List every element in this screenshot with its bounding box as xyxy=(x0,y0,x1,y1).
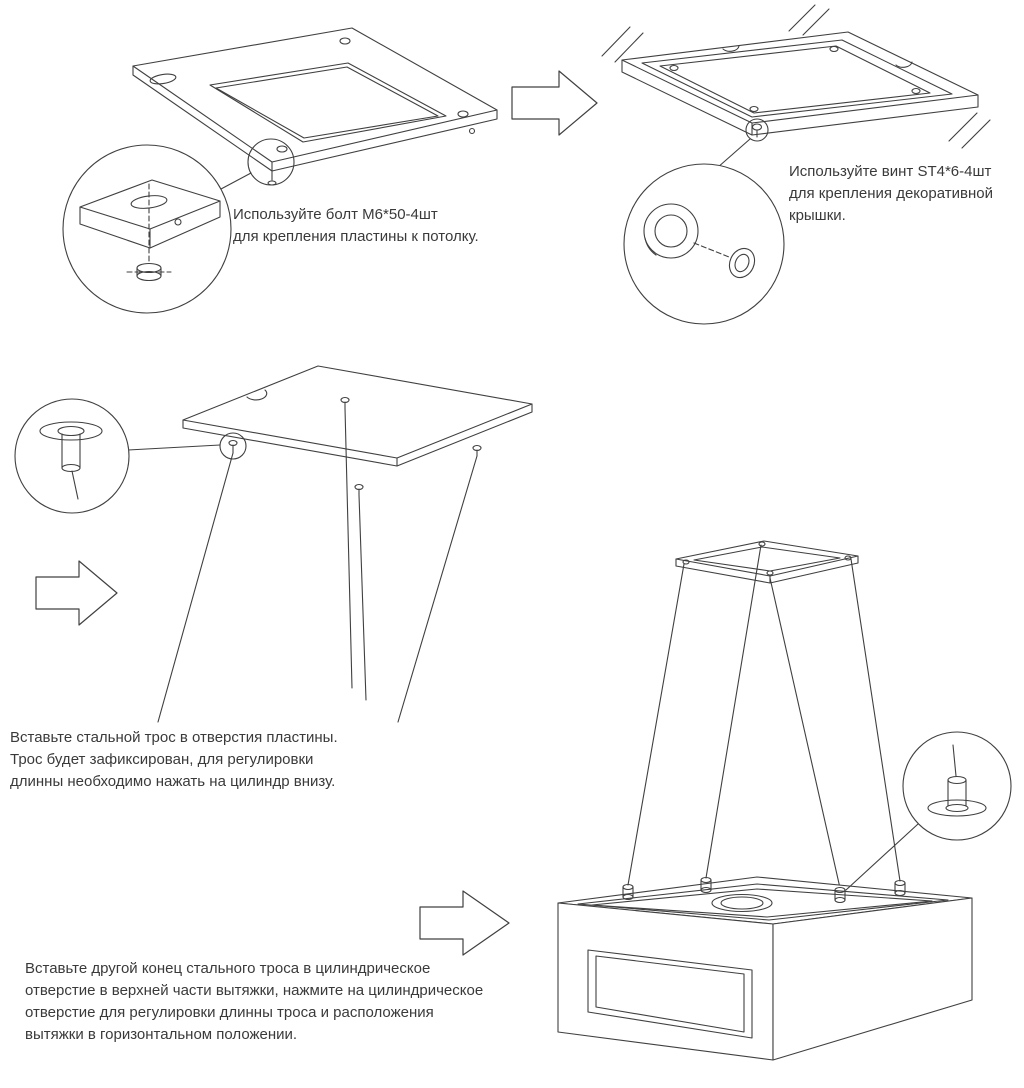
cable-gripper xyxy=(834,886,846,904)
arrow-right-icon xyxy=(419,890,510,956)
figure3-plate-with-cables xyxy=(127,365,533,723)
cable-gripper xyxy=(622,883,634,901)
figure4-hood-assembly xyxy=(557,540,973,1061)
figure2-decorative-cover xyxy=(601,4,991,169)
figure2-grommet-callout xyxy=(623,163,785,325)
arrow-right-icon xyxy=(511,70,598,136)
ceiling-hatch-marks xyxy=(601,4,991,149)
figure3-cable-gripper-callout xyxy=(14,398,130,514)
figure1-ceiling-plate xyxy=(132,27,498,172)
figure4-gripper-callout xyxy=(845,731,1012,891)
cable-gripper xyxy=(894,879,906,897)
figure1-bolt-detail-callout xyxy=(62,144,232,314)
cable-gripper xyxy=(700,876,712,894)
figure1-corner-highlight-circle xyxy=(220,138,295,190)
step2-caption: Используйте винт ST4*6-4шт для крепления… xyxy=(789,163,993,224)
figure2-front-screw xyxy=(716,118,769,169)
step1-caption: Используйте болт M6*50-4шт для крепления… xyxy=(233,206,479,245)
step3-caption: Вставьте стальной трос в отверстия пласт… xyxy=(10,729,338,790)
step4-caption: Вставьте другой конец стального троса в … xyxy=(25,960,484,1043)
arrow-right-icon xyxy=(35,560,118,626)
